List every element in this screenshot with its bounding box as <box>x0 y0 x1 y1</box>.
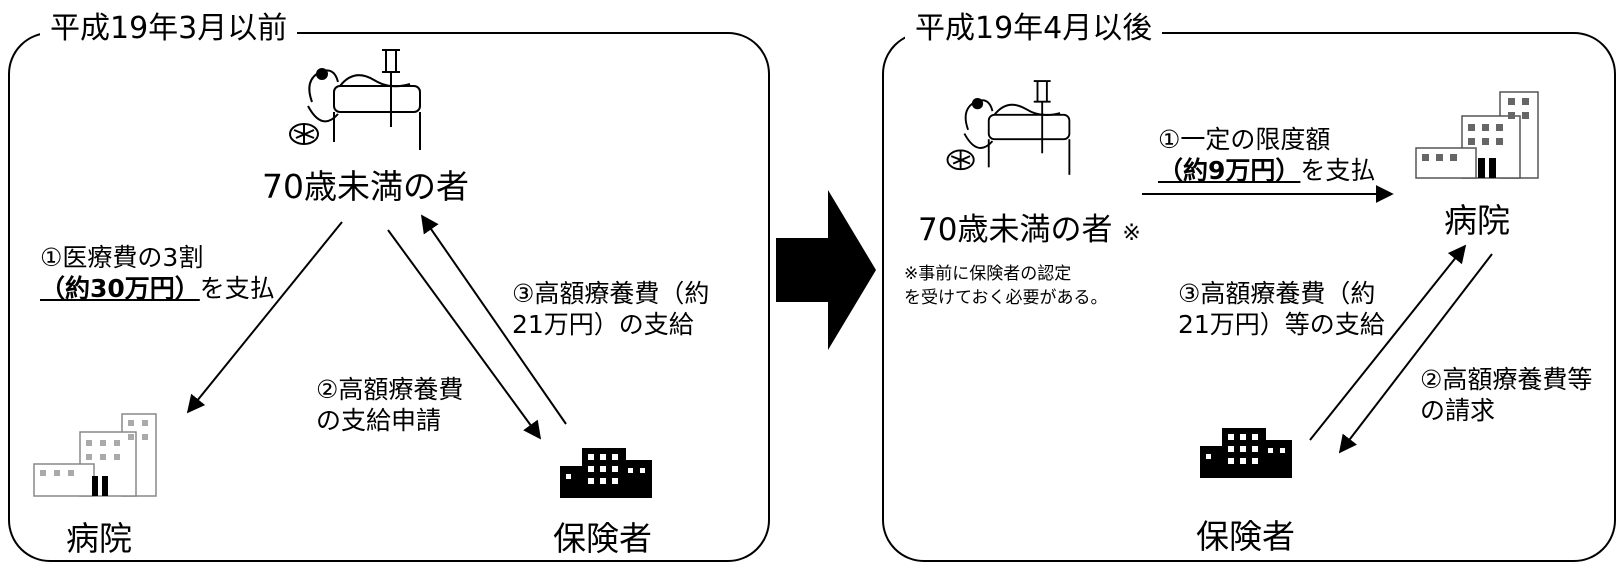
arrow-right-insurer-to-hospital <box>1309 244 1467 441</box>
note-mark: ※ <box>1122 221 1141 246</box>
right-note: ※事前に保険者の認定 を受けておく必要がある。 <box>904 262 1108 310</box>
arrow-left-patient-to-hospital <box>186 221 343 414</box>
left-step2-line2: の支給申請 <box>316 406 442 435</box>
right-step2-text: ②高額療養費等 の請求 <box>1420 364 1592 426</box>
left-step1-line1: ①医療費の3割 <box>40 243 204 272</box>
left-step1-tail: を支払 <box>199 274 275 303</box>
right-step2-line1: ②高額療養費等 <box>1420 365 1593 394</box>
right-patient-label-row: 70歳未満の者 ※ <box>918 204 1141 249</box>
right-insurer-label: 保険者 <box>1196 517 1295 556</box>
hospital-building-icon <box>1415 91 1539 179</box>
left-insurer-label: 保険者 <box>553 519 652 558</box>
right-step3-line2: 21万円）等の支給 <box>1178 310 1385 339</box>
left-step2-text: ②高額療養費 の支給申請 <box>316 374 463 436</box>
right-step3-line1: ③高額療養費（約 <box>1178 279 1376 308</box>
left-step3-text: ③高額療養費（約 21万円）の支給 <box>512 278 709 340</box>
right-step3-text: ③高額療養費（約 21万円）等の支給 <box>1178 278 1385 340</box>
patient-in-bed-icon <box>946 80 1071 175</box>
right-note-line1: ※事前に保険者の認定 <box>904 264 1072 284</box>
left-hospital-label: 病院 <box>66 519 132 558</box>
left-patient-label: 70歳未満の者 <box>262 167 469 206</box>
left-step2-line1: ②高額療養費 <box>316 375 464 404</box>
right-step1-text: ①一定の限度額 （約9万円）を支払 <box>1158 124 1375 186</box>
arrow-right-hospital-to-insurer <box>1338 253 1493 454</box>
arrow-left-patient-to-insurer <box>387 229 542 440</box>
panel-after <box>882 32 1616 562</box>
left-step3-line1: ③高額療養費（約 <box>512 279 710 308</box>
patient-in-bed-icon <box>289 49 421 150</box>
panel-after-title: 平成19年4月以後 <box>905 12 1163 46</box>
panel-before <box>8 32 770 562</box>
left-step3-line2: 21万円）の支給 <box>512 310 694 339</box>
insurer-building-icon <box>560 448 652 498</box>
right-step1-line1: ①一定の限度額 <box>1158 125 1331 154</box>
left-step1-amount: （約30万円） <box>40 274 200 303</box>
transition-arrow-icon <box>776 190 876 350</box>
right-hospital-label: 病院 <box>1444 201 1510 240</box>
right-note-line2: を受けておく必要がある。 <box>904 288 1108 308</box>
right-step1-amount: （約9万円） <box>1158 156 1301 185</box>
left-step1-text: ①医療費の3割 （約30万円）を支払 <box>40 242 275 304</box>
hospital-building-icon <box>33 413 157 497</box>
right-patient-label: 70歳未満の者 <box>918 212 1113 248</box>
right-step2-line2: の請求 <box>1420 396 1496 425</box>
arrow-left-insurer-to-patient <box>420 214 567 425</box>
panel-before-title: 平成19年3月以前 <box>40 12 298 46</box>
insurer-building-icon <box>1200 428 1292 478</box>
right-step1-tail: を支払 <box>1300 156 1376 185</box>
